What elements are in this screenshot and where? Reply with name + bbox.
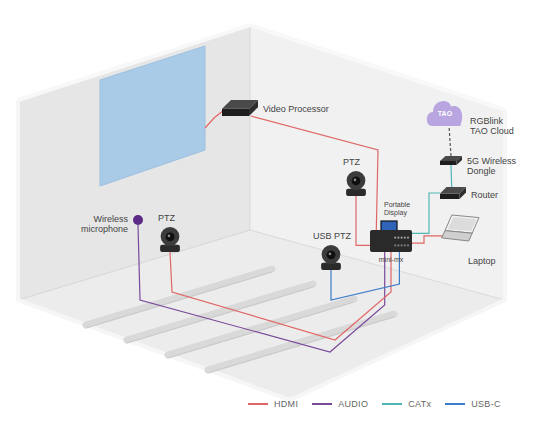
- legend-text: CATx: [408, 399, 431, 409]
- camera-icon: [318, 244, 344, 270]
- device-label: Video Processor: [263, 104, 353, 114]
- device-label: PTZ: [158, 213, 188, 223]
- device-label: USB PTZ: [313, 231, 363, 241]
- camera-icon: [343, 170, 369, 196]
- device-label: Wireless microphone: [64, 214, 128, 234]
- device-label: RGBlink TAO Cloud: [470, 116, 520, 136]
- video-processor: Video Processor: [222, 100, 258, 116]
- device-label: Portable Display: [384, 201, 422, 217]
- audio-cable: [138, 225, 385, 352]
- catx-cable: [412, 193, 440, 233]
- catx-cable: [450, 165, 452, 187]
- device-label: Laptop: [468, 256, 508, 266]
- wireless-microphone: Wireless microphone: [133, 215, 143, 225]
- legend-item: HDMI: [248, 399, 298, 409]
- legend-item: CATx: [382, 399, 431, 409]
- device-label: Router: [471, 190, 511, 200]
- box-icon: [440, 156, 462, 165]
- laptop-icon: [445, 215, 479, 241]
- box-icon: [222, 100, 258, 116]
- hdmi-cable: [356, 196, 370, 245]
- laptop: Laptop: [445, 215, 479, 241]
- ptz-camera: PTZ: [157, 226, 183, 252]
- device-label: 5G Wireless Dongle: [467, 156, 522, 176]
- router: Router: [440, 187, 466, 199]
- hdmi-cable: [412, 236, 445, 243]
- legend-text: USB-C: [471, 399, 501, 409]
- legend-item: USB-C: [445, 399, 501, 409]
- ptz-camera: PTZ: [343, 170, 369, 196]
- mic-icon: [133, 215, 143, 225]
- device-icon: [370, 230, 412, 252]
- legend: HDMI AUDIO CATx USB-C: [248, 399, 515, 409]
- device-label: mini-mx: [369, 256, 413, 264]
- cloud-logo-text: TAO: [434, 109, 456, 119]
- hdmi-cable: [170, 252, 391, 340]
- legend-item: AUDIO: [312, 399, 368, 409]
- legend-line-sample: [445, 403, 465, 405]
- legend-line-sample: [382, 403, 402, 405]
- legend-line-sample: [248, 403, 268, 405]
- camera-icon: [157, 226, 183, 252]
- usb-ptz-camera: USB PTZ: [318, 244, 344, 270]
- device-label: PTZ: [343, 157, 373, 167]
- legend-line-sample: [312, 403, 332, 405]
- legend-text: AUDIO: [338, 399, 368, 409]
- legend-text: HDMI: [274, 399, 298, 409]
- box-icon: [440, 187, 466, 199]
- wireless-dongle: 5G Wireless Dongle: [440, 156, 462, 165]
- hdmi-cable: [251, 116, 378, 230]
- wireless-link: [449, 126, 451, 156]
- video-switcher: mini-mx: [370, 230, 412, 252]
